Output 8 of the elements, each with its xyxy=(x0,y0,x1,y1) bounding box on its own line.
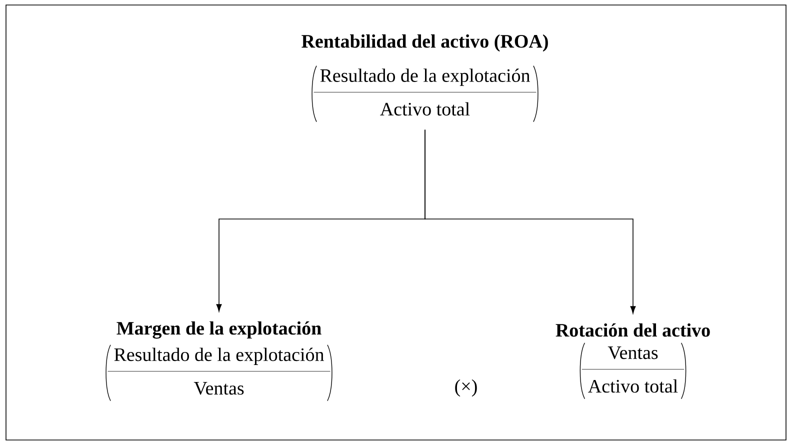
connector-arrow xyxy=(424,129,636,314)
heading-text: Rentabilidad del activo (ROA) xyxy=(302,34,548,52)
heading-text: Margen de la explotación xyxy=(116,321,322,339)
heading-text: Rotación del activo xyxy=(556,323,710,337)
operator-sign: (×) xyxy=(455,379,477,397)
fraction-formula: Resultado de la explotación Ventas xyxy=(106,344,332,402)
fraction-formula: Resultado de la explotación Activo total xyxy=(312,65,538,122)
fraction-formula: Ventas Activo total xyxy=(580,342,686,400)
